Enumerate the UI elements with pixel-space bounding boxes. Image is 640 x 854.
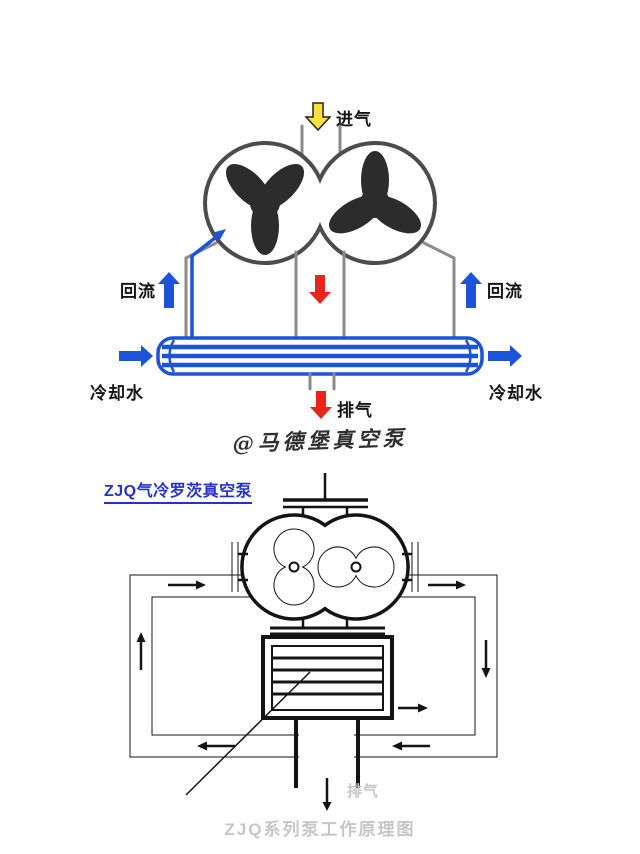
heat-exchanger-core [271,645,384,711]
backflow-right-arrow-icon [460,272,482,308]
cooling-water-out-label: 冷却水 [489,384,543,403]
exhaust-arrow-icon [310,391,332,419]
return-pipe-arrow-icon [213,229,226,241]
backflow-left-label: 回流 [120,282,156,301]
backflow-left-arrow-icon [158,272,180,308]
outlet-flange [270,618,385,636]
left-rotor-icon [225,163,305,255]
roots-pump-color-diagram [119,102,522,419]
flow-arrow-bottom-left-icon [197,741,207,751]
duct-opening-patch-1 [299,731,354,739]
exhaust-duct [294,718,360,788]
exhaust-down-arrow-icon [322,802,332,811]
exhaust-label: 排气 [337,401,373,420]
flow-arrow-right-side-icon [481,668,491,678]
exhaust-stub [308,372,336,391]
right-lobe-rotor-icon [317,546,395,588]
duct-opening-patch-2 [299,753,354,761]
cooling-water-in-arrow-icon [119,345,153,367]
heat-exchanger-shell [261,635,394,720]
zjq-pump-schematic [129,473,498,811]
flow-arrows [136,580,491,811]
inlet-arrow-icon [304,102,332,132]
faint-exhaust-label: 排气 [347,783,380,800]
discharge-arrow-icon [309,275,331,304]
left-lobe-rotor-icon [273,528,315,606]
cooling-water-out-arrow-icon [488,345,522,367]
return-pipe-line [190,232,222,338]
flow-arrow-top-right-icon [456,580,466,590]
cooling-water-in-label: 冷却水 [90,384,144,403]
inlet-port [283,473,368,516]
inlet-label: 进气 [336,110,372,129]
heat-exchanger [261,635,394,720]
left-port-flange [231,542,248,592]
cooler-leader-line [185,671,311,796]
right-port-flange [402,542,419,592]
cooler [156,336,484,376]
flow-arrow-cooler-out-icon [418,703,428,713]
return-pipe [190,229,226,338]
schematic-title: ZJQ气冷罗茨真空泵 [104,477,253,504]
schematic-caption: ZJQ系列泵工作原理图 [224,820,416,839]
flow-arrow-bottom-right-icon [392,741,402,751]
inlet-pipe [300,124,342,158]
flow-arrow-top-left-icon [196,580,206,590]
right-rotor-icon [329,151,421,234]
backflow-right-label: 回流 [487,282,523,301]
flow-arrow-left-side-icon [136,632,146,642]
